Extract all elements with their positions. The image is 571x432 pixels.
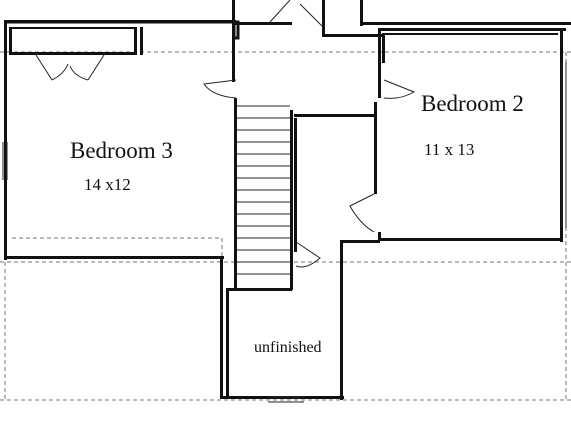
bedroom-3-dimensions: 14 x12 bbox=[84, 175, 131, 194]
stair-treads bbox=[237, 105, 290, 275]
bedroom-3-walls bbox=[4, 20, 240, 396]
bedroom-2-name: Bedroom 2 bbox=[421, 91, 524, 116]
bedroom-2-dimensions: 11 x 13 bbox=[424, 140, 474, 159]
bedroom-3-name: Bedroom 3 bbox=[70, 138, 173, 163]
door-swings bbox=[2, 0, 567, 403]
unfinished-label: unfinished bbox=[254, 339, 322, 356]
bedroom-2-walls bbox=[374, 28, 566, 242]
hall-walls bbox=[232, 0, 571, 37]
